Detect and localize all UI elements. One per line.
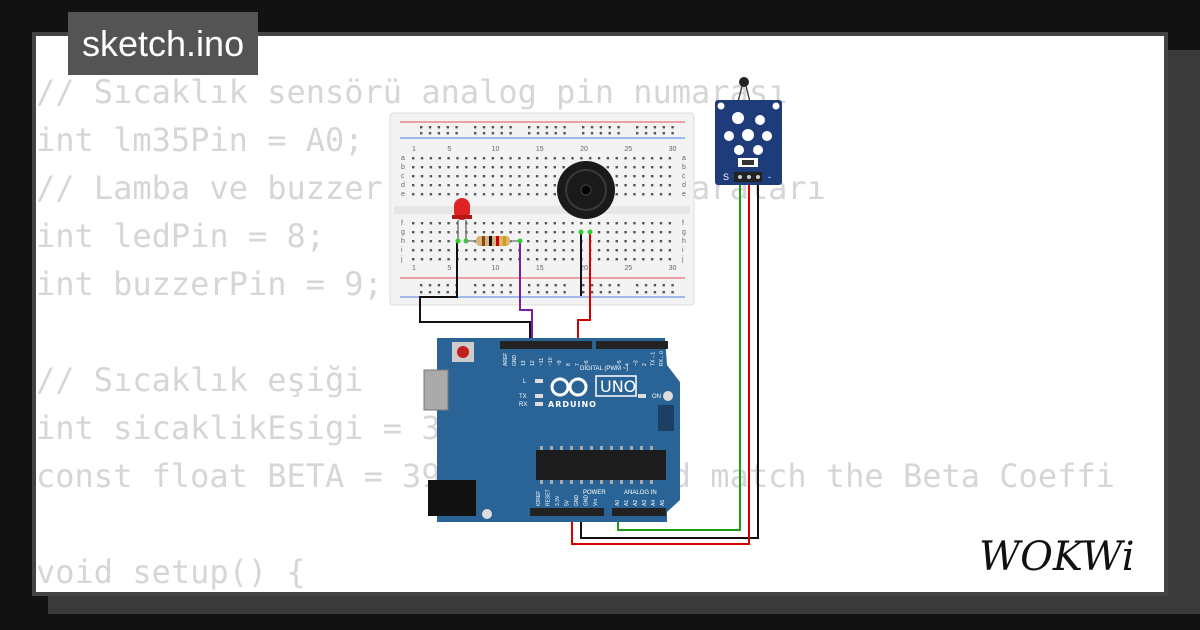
l-led-label: L [523, 379, 527, 385]
breadboard-row-letter: g [401, 229, 405, 236]
breadboard-column-number: 5 [447, 265, 451, 272]
code-line: // Sıcaklık sensörü analog pin numarası [36, 73, 788, 111]
power-pin-label: RESET [546, 489, 552, 506]
breadboard-row-letter: d [401, 182, 405, 189]
arduino-uno-board[interactable]: UNO ARDUINO DIGITAL (PWM ~) POWER ANALOG… [423, 338, 680, 522]
wires [419, 180, 759, 545]
breadboard-column-number: 30 [669, 146, 677, 153]
power-header-label: POWER [583, 490, 606, 496]
breadboard-column-number: 1 [412, 146, 416, 153]
power-pin-label: GND [574, 495, 580, 507]
breadboard-row-letter: e [682, 191, 686, 198]
code-line: int sicaklikEsigi = 30; [36, 409, 480, 447]
analog-pin-label: A5 [660, 500, 666, 506]
code-line: void setup() { [36, 553, 306, 591]
breadboard-column-number: 25 [624, 146, 632, 153]
power-pin-label: 5V [565, 499, 571, 506]
breadboard-row-letter: i [682, 247, 684, 254]
breadboard-column-number: 25 [624, 265, 632, 272]
breadboard-column-number: 10 [492, 146, 500, 153]
breadboard-row-letter: c [682, 173, 686, 180]
sensor-pin-s: S [723, 172, 729, 182]
breadboard-row-letter: b [401, 164, 405, 171]
analog-pin-label: A1 [624, 500, 630, 506]
power-pin-label: GND [584, 495, 590, 507]
digital-pin-label: ~11 [539, 358, 545, 366]
sensor-pin-minus: - [768, 172, 771, 182]
breadboard-row-letter: g [682, 229, 686, 236]
digital-pin-label: RX←0 [659, 351, 665, 366]
breadboard-row-letter: e [401, 191, 405, 198]
breadboard-row-letter: f [682, 220, 684, 227]
breadboard-column-number: 1 [412, 265, 416, 272]
wire-red-sensor-vcc [571, 180, 750, 545]
breadboard-row-letter: f [401, 220, 403, 227]
digital-pin-label: 13 [521, 360, 527, 366]
resistor-component[interactable] [466, 236, 523, 246]
breadboard-row-letter: b [682, 164, 686, 171]
digital-header-label: DIGITAL (PWM ~) [580, 366, 628, 372]
board-brand-label: ARDUINO [548, 400, 597, 409]
code-line: int lm35Pin = A0; [36, 121, 364, 159]
power-pin-label: 3.3V [555, 495, 561, 506]
digital-pin-label: ~10 [548, 357, 554, 366]
wire-black-led-gnd [419, 240, 531, 345]
breadboard-row-letter: d [682, 182, 686, 189]
power-pin-label: IOREF [536, 491, 542, 506]
power-pin-label: Vin [593, 499, 599, 506]
code-line: int ledPin = 8; [36, 217, 325, 255]
analog-pin-label: A2 [633, 500, 639, 506]
breadboard-row-letter: i [401, 247, 403, 254]
digital-pin-label: ~5 [617, 360, 623, 366]
tx-led-label: TX [519, 394, 527, 400]
on-led-label: ON [652, 394, 661, 400]
digital-pin-label: GND [512, 355, 518, 367]
wire-red-buzzer [577, 232, 591, 345]
breadboard-row-letter: a [682, 155, 686, 162]
buzzer-component[interactable] [557, 161, 615, 235]
code-line: int buzzerPin = 9; [36, 265, 383, 303]
breadboard-column-number: 15 [536, 265, 544, 272]
digital-pin-label: TX→1 [650, 352, 656, 366]
breadboard-row-letter: j [400, 256, 403, 263]
digital-pin-label: AREF [503, 353, 509, 366]
breadboard-row-letter: a [401, 155, 405, 162]
digital-pin-label: 2 [642, 363, 648, 366]
breadboard-column-number: 5 [447, 146, 451, 153]
digital-pin-label: 7 [575, 363, 581, 366]
digital-pin-label: 8 [566, 363, 572, 366]
breadboard-column-number: 15 [536, 146, 544, 153]
breadboard-column-number: 10 [492, 265, 500, 272]
breadboard-column-number: 20 [580, 265, 588, 272]
breadboard-row-letter: h [401, 238, 405, 245]
breadboard-column-number: 30 [669, 265, 677, 272]
temperature-sensor-module[interactable]: S - [715, 77, 782, 185]
breadboard-column-number: 20 [580, 146, 588, 153]
wire-purple-led [519, 241, 533, 345]
file-tab[interactable]: sketch.ino [68, 12, 259, 75]
digital-pin-label: 12 [530, 360, 536, 366]
rx-led-label: RX [519, 402, 527, 408]
breadboard-row-letter: c [401, 173, 405, 180]
analog-pin-label: A0 [615, 500, 621, 506]
analog-header-label: ANALOG IN [624, 490, 657, 496]
board-model-label: UNO [600, 377, 636, 396]
analog-pin-label: A4 [651, 500, 657, 506]
digital-pin-label: ~3 [634, 360, 640, 366]
digital-pin-label: ~6 [584, 360, 590, 366]
breadboard-row-letter: j [681, 256, 684, 263]
breadboard-row-letter: h [682, 238, 686, 245]
wokwi-logo-text: WOKWi [979, 534, 1135, 580]
digital-pin-label: 4 [625, 363, 631, 366]
code-line: // Sıcaklık eşiği [36, 361, 364, 399]
digital-pin-label: ~9 [557, 360, 563, 366]
wokwi-logo: WOKWi [979, 534, 1135, 580]
wire-black-sensor-gnd [580, 180, 759, 539]
analog-pin-label: A3 [642, 500, 648, 506]
